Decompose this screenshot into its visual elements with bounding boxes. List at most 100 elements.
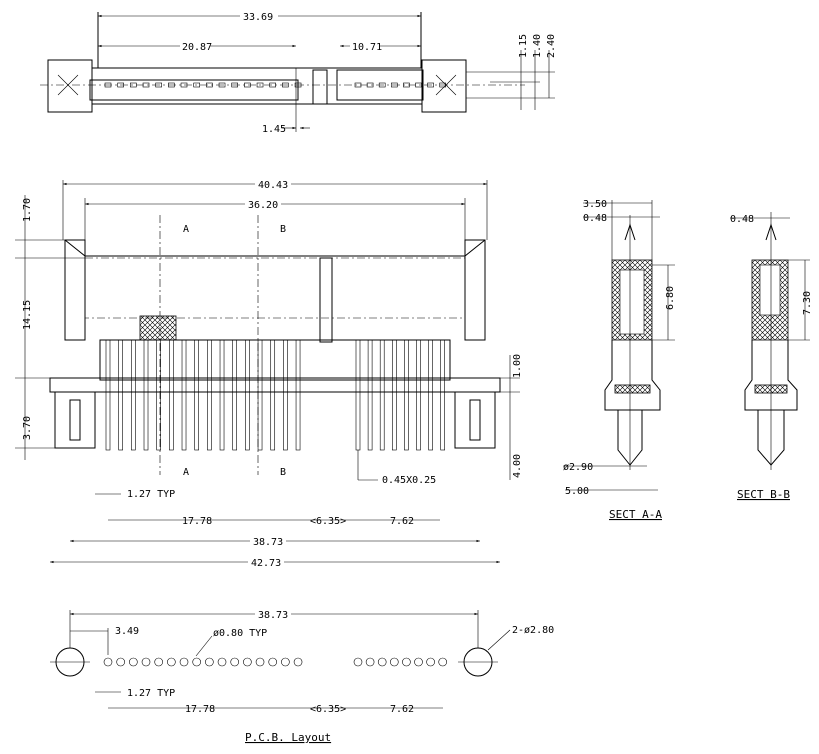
top-pin [415,82,422,88]
pcb-dim-17-78: 17.78 [185,704,215,715]
section-b-title: SECT B-B [737,488,790,501]
dim-gap-1-45: 1.45 [262,124,286,135]
section-mark-b-bottom: B [280,467,286,478]
dim-42-73: 42.73 [251,558,281,569]
pcb-hole [103,657,113,667]
connector-pin [156,339,161,451]
pcb-hole [414,657,423,667]
top-pin [155,82,162,88]
connector-pin [379,339,385,451]
dim-5-00: 5.00 [565,486,589,497]
connector-pin [194,339,199,451]
section-a-a: 3.50 0.48 6.80 ø2.90 5.00 SECT A-A [563,199,676,521]
pcb-hole [129,657,138,667]
top-pin [218,82,226,88]
dim-7-30: 7.30 [802,291,813,315]
section-a-title: SECT A-A [609,508,662,521]
connector-pin [295,339,301,451]
top-pin [378,82,386,88]
connector-pin [440,339,446,451]
connector-pin [257,339,263,451]
connector-pin [355,339,361,451]
top-pin [390,82,398,88]
connector-pin [143,339,149,451]
dim-pitch-1-27: 1.27 TYP [127,489,175,500]
connector-pin [416,339,421,451]
dim-1-00: 1.00 [512,354,523,378]
connector-pin [207,339,212,451]
top-pin [206,82,213,88]
top-pin [403,82,410,88]
pcb-hole [426,657,435,667]
top-pin [117,82,124,88]
pcb-hole [255,657,265,667]
pcb-dim-3-49: 3.49 [115,626,139,637]
pcb-hole [243,657,252,667]
connector-pin [404,339,409,451]
connector-pin [181,339,187,451]
dim-left-20-87: 20.87 [182,42,212,53]
top-pin [130,82,137,88]
pcb-hole [217,657,227,667]
dim-1-70: 1.70 [22,198,33,222]
pcb-hole [192,657,201,667]
pcb-hole [154,657,163,667]
dim-pin-size: 0.45X0.25 [382,475,436,486]
section-mark-a-bottom: A [183,467,189,478]
dim-1-40: 1.40 [532,34,543,58]
section-b-b: 0.48 7.30 SECT B-B [730,212,813,501]
dim-6-80: 6.80 [665,286,676,310]
pcb-hole [281,657,290,667]
connector-pin [232,339,237,451]
front-view: A B A B 40.43 36.20 1.70 14.15 3.70 1.00… [15,178,523,569]
pcb-dim-7-62: 7.62 [390,704,414,715]
section-mark-b-top: B [280,224,286,235]
connector-pin [118,339,123,451]
pcb-dim-6-35: <6.35> [310,704,346,715]
top-pin [427,82,434,88]
pcb-dim-pitch: 1.27 TYP [127,688,175,699]
dim-6-35: <6.35> [310,516,346,527]
dim-4-00: 4.00 [512,454,523,478]
dim-40-43: 40.43 [258,180,288,191]
dim-0-48-b: 0.48 [730,214,754,225]
dim-38-73: 38.73 [253,537,283,548]
connector-pin [270,339,276,451]
top-view: 33.69 20.87 10.71 1.45 1.15 1.40 2.40 [40,10,557,135]
top-pin [439,82,447,88]
top-pin [193,82,200,88]
dim-overall-33-69: 33.69 [243,12,273,23]
connector-pin [131,339,136,451]
pcb-hole [179,657,189,667]
section-mark-a-top: A [183,224,189,235]
pcb-hole [167,657,176,667]
top-pin [366,82,374,88]
pcb-dim-hole: ø0.80 TYP [213,628,267,639]
pcb-hole [438,657,448,667]
pcb-hole [293,657,303,667]
dim-36-20: 36.20 [248,200,278,211]
pcb-hole [377,657,387,667]
connector-pin [428,339,433,451]
top-pin [231,82,238,88]
top-pin [294,82,302,88]
top-pin [244,82,251,88]
dim-0-48-a: 0.48 [583,213,607,224]
top-pin [282,82,289,88]
pcb-title: P.C.B. Layout [245,731,331,744]
pcb-hole [389,657,399,667]
top-pin [104,82,112,88]
top-pin [168,82,175,88]
connector-pin [367,339,373,451]
dim-14-15: 14.15 [22,300,33,330]
connector-pin [391,339,397,451]
top-pin [180,82,188,88]
connector-pin [169,339,174,451]
connector-pin [219,339,225,451]
top-pin [256,82,264,88]
dim-3-70: 3.70 [22,416,33,440]
connector-pin [283,339,288,451]
top-pin [269,82,277,88]
pcb-hole [402,657,411,667]
